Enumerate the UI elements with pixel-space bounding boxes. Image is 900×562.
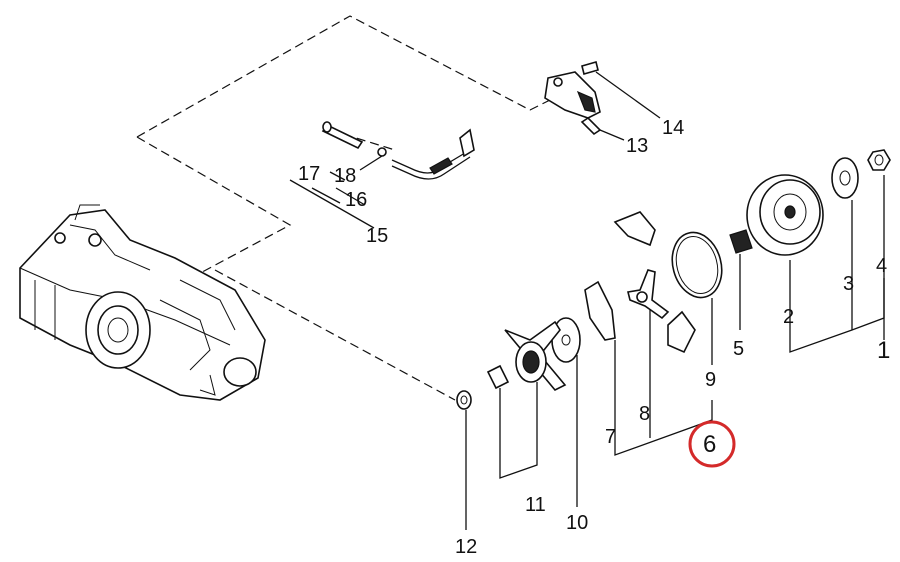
callout-14: 14 bbox=[662, 117, 684, 139]
engine-housing bbox=[19, 204, 266, 401]
callout-5: 5 bbox=[733, 338, 744, 360]
leader-lines bbox=[289, 71, 885, 530]
oil-line-assembly bbox=[321, 121, 475, 180]
clutch-drum bbox=[746, 174, 824, 256]
callout-8: 8 bbox=[639, 403, 650, 425]
callout-6: 6 bbox=[703, 431, 716, 458]
callout-labels: 1 2 3 4 5 6 7 8 9 10 11 12 13 14 15 16 1… bbox=[298, 117, 890, 558]
washer-and-nut bbox=[831, 149, 891, 199]
callout-11: 11 bbox=[525, 494, 546, 516]
callout-18: 18 bbox=[334, 165, 356, 187]
callout-2: 2 bbox=[783, 306, 794, 328]
oil-pump bbox=[544, 61, 602, 136]
clutch-shoes-and-carrier bbox=[584, 211, 696, 354]
callout-1: 1 bbox=[877, 337, 890, 364]
callout-15: 15 bbox=[366, 225, 388, 247]
callout-16: 16 bbox=[345, 189, 367, 211]
callout-3: 3 bbox=[843, 273, 854, 295]
callout-7: 7 bbox=[605, 426, 616, 448]
sprocket-assembly bbox=[456, 317, 581, 410]
callout-10: 10 bbox=[566, 512, 588, 534]
callout-9: 9 bbox=[705, 369, 716, 391]
callout-4: 4 bbox=[876, 255, 887, 277]
highlight-circle bbox=[688, 420, 736, 468]
callout-17: 17 bbox=[298, 163, 320, 185]
callout-13: 13 bbox=[626, 135, 648, 157]
callout-12: 12 bbox=[455, 536, 477, 558]
clutch-spring bbox=[671, 231, 723, 299]
needle-bearing bbox=[729, 229, 753, 254]
